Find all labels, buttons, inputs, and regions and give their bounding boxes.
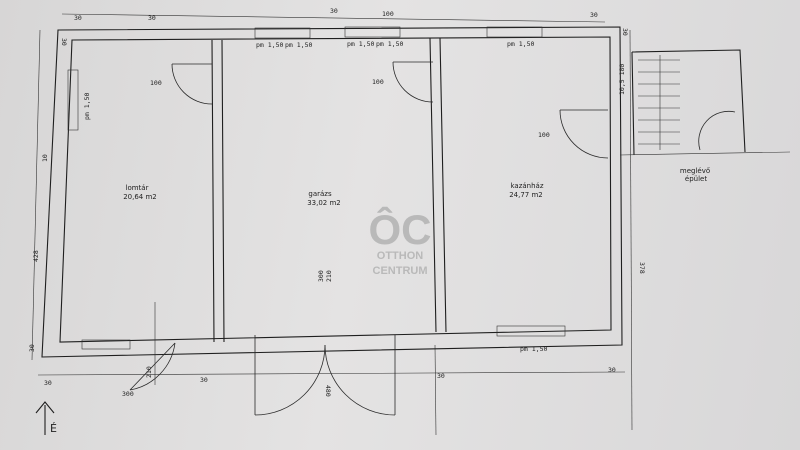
- dim-left-d: 10: [41, 154, 49, 162]
- dim-door-bottom: 210: [145, 366, 153, 378]
- annex-door-swing: [698, 110, 736, 151]
- dim-door-3: 100: [538, 131, 550, 139]
- room-name-lomtar: lomtár: [126, 184, 149, 192]
- garage-door-left: [254, 335, 326, 416]
- window-label-top-3: pm 1,50: [347, 40, 374, 48]
- dim-door-1: 100: [150, 79, 162, 87]
- watermark-line1: OTTHON: [377, 250, 423, 262]
- dim-bottom-a: 30: [44, 379, 52, 387]
- dim-bottom-e: 30: [608, 366, 616, 374]
- bottom-window-right: [496, 325, 566, 337]
- dim-top-d: 30: [590, 11, 598, 19]
- annex-wall: [631, 49, 746, 156]
- window-label-top-2: pm 1,50: [285, 41, 312, 49]
- window-label-top-5: pm 1,50: [507, 40, 534, 48]
- partition-wall-right: [429, 37, 447, 333]
- partition-wall-left: [211, 39, 225, 343]
- dim-left-b: 428: [32, 250, 40, 262]
- window-label-bottom: pm 1,50: [520, 345, 547, 353]
- top-window-3: [486, 26, 543, 38]
- dim-left-c: 30: [28, 344, 36, 352]
- outer-wall: [41, 26, 623, 358]
- right-dim-line: [629, 29, 633, 431]
- dim-bottom-d: 30: [437, 372, 445, 380]
- door-swing-3: [559, 109, 609, 159]
- window-label-left: pm 1,50: [83, 93, 91, 120]
- dim-right-c: 10,5 180: [618, 64, 626, 95]
- door-swing-2: [392, 61, 434, 103]
- dim-top-b: 30: [148, 14, 156, 22]
- dim-left-a: 30: [60, 38, 68, 46]
- left-dim-line: [31, 29, 41, 361]
- dim-bottom-garage: 480: [324, 385, 332, 397]
- top-dim-line: [61, 13, 606, 23]
- room-area-garazs: 33,02 m2: [307, 199, 341, 207]
- watermark-logo: ÔC OTTHON CENTRUM: [369, 205, 432, 277]
- dim-top-c: 30: [330, 7, 338, 15]
- dim-right-a: 30: [621, 28, 629, 36]
- door-swing-1: [171, 63, 213, 105]
- window-label-top-1: pm 1,50: [256, 41, 283, 49]
- dim-top-a: 30: [74, 14, 82, 22]
- room-name-garazs: garázs: [308, 190, 332, 198]
- dim-right-b: 378: [638, 262, 646, 274]
- annex-base-line: [619, 151, 791, 156]
- room-area-lomtar: 20,64 m2: [123, 193, 157, 201]
- top-window-1: [254, 27, 311, 39]
- stairs: [638, 55, 680, 150]
- room-sub-annex: épület: [685, 175, 707, 183]
- dim-door-2: 100: [372, 78, 384, 86]
- watermark-mono: ÔC: [369, 205, 432, 253]
- left-window: [67, 69, 79, 131]
- inner-wall-line: [59, 36, 612, 343]
- bottom-window-left: [81, 339, 131, 350]
- bottom-dim-line: [37, 371, 626, 376]
- bottom-ext-line: [434, 344, 437, 436]
- dim-garage-door: 300: [317, 270, 325, 282]
- watermark-line2: CENTRUM: [373, 265, 428, 277]
- garage-door-right: [324, 335, 396, 416]
- room-name-annex: meglévő: [680, 166, 710, 175]
- north-label: É: [50, 422, 57, 435]
- door-swing-bottom: [129, 342, 176, 391]
- dim-garage-door-2: 210: [325, 270, 333, 282]
- room-name-kazanhaz: kazánház: [510, 182, 543, 190]
- dim-bottom-b: 300: [122, 390, 134, 398]
- window-label-top-4: pm 1,50: [376, 40, 403, 48]
- top-window-2: [344, 26, 401, 38]
- room-area-kazanhaz: 24,77 m2: [509, 191, 543, 199]
- dim-door-4: 100: [382, 10, 394, 18]
- north-arrow: [35, 401, 55, 435]
- dim-bottom-c: 30: [200, 376, 208, 384]
